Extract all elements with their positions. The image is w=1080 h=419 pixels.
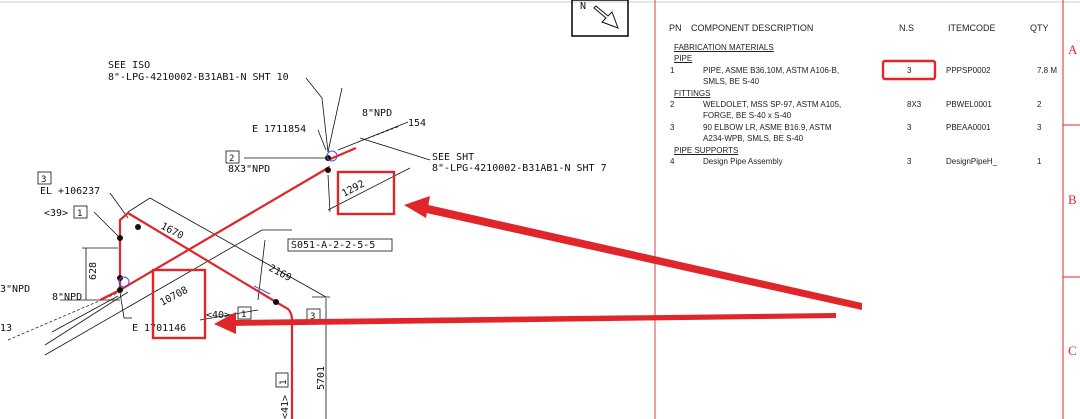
annotation-arrow-lower — [214, 312, 836, 334]
bom-header-description: COMPONENT DESCRIPTION — [691, 23, 814, 33]
npd-left-cut-label: 3"NPD — [0, 284, 30, 295]
see-sht-label: SEE SHT — [432, 152, 474, 163]
npd-top-label: 8"NPD — [362, 108, 392, 119]
position-40: <40> — [206, 310, 230, 321]
bom-row-3-pn: 3 — [670, 123, 675, 132]
highlight-box-ns-3 — [881, 59, 937, 81]
bom-row-1-code: PPPSP0002 — [946, 66, 991, 75]
bom-group-pipe: PIPE — [674, 54, 693, 63]
cut-number: 13 — [0, 323, 12, 334]
dim-2169: 2169 — [267, 263, 293, 284]
bom-row-3-ns: 3 — [907, 123, 912, 132]
bom-header-qty: QTY — [1030, 23, 1049, 33]
bom-header-pn: PN — [669, 23, 682, 33]
zone-letter-a: A — [1068, 42, 1078, 57]
branch-marker-top — [326, 150, 338, 162]
tag-2-text: 2 — [229, 154, 234, 164]
tag-box-1-left — [73, 205, 88, 219]
bom-row-2-code: PBWEL0001 — [946, 100, 992, 109]
bom-section-fabrication: FABRICATION MATERIALS — [674, 43, 774, 52]
pipe-thin — [194, 165, 331, 247]
tag-1-bottom-text: 1 — [279, 380, 289, 385]
bom-row-4-code: DesignPipeH_ — [946, 157, 998, 166]
position-41: <41> — [280, 395, 291, 419]
tag-3-left-text: 3 — [41, 175, 46, 185]
bom-row-1-pn: 1 — [670, 66, 675, 75]
bom-row-1-desc-1: PIPE, ASME B36.10M, ASTM A106-B, — [703, 66, 840, 75]
north-arrow-box — [571, 0, 629, 37]
tag-3-right-text: 3 — [310, 312, 315, 322]
see-iso-label: SEE ISO — [108, 60, 150, 71]
tag-1-left-text: 1 — [77, 209, 82, 219]
bom-row-1-qty: 7.8 M — [1037, 66, 1058, 75]
tag-1-mid-text: 1 — [241, 310, 246, 320]
dim-10708: 10708 — [158, 285, 190, 309]
bom-group-supports: PIPE SUPPORTS — [674, 146, 739, 155]
annotation-arrow-upper — [404, 196, 862, 310]
leader-lines — [44, 77, 431, 419]
bom-row-3-desc-2: A234-WPB, SMLS, BE S-40 — [703, 134, 804, 143]
bom-row-2-qty: 2 — [1037, 100, 1042, 109]
zone-letter-b: B — [1068, 192, 1077, 207]
support-ref-box — [287, 238, 393, 252]
bom-row-3-qty: 3 — [1037, 123, 1042, 132]
support-marker — [253, 285, 271, 295]
bom-row-2-ns: 8X3 — [907, 100, 922, 109]
tag-box-2 — [225, 150, 240, 164]
weldolet-size-label: 8X3"NPD — [228, 164, 270, 175]
bom-header-ns: N.S — [899, 23, 915, 33]
bom-row-4-pn: 4 — [670, 157, 675, 166]
tag-box-1-bottom — [275, 372, 289, 388]
dim-1292: 1292 — [340, 179, 366, 200]
north-arrow-icon — [593, 5, 619, 29]
bom-row-4-ns: 3 — [907, 157, 912, 166]
branch-marker-left — [118, 276, 130, 288]
bom-row-1-ns: 3 — [907, 66, 912, 75]
tag-box-1-mid — [237, 306, 252, 320]
bom-row-3-desc-1: 90 ELBOW LR, ASME B16.9, ASTM — [703, 123, 832, 132]
bom-row-2-desc-1: WELDOLET, MSS SP-97, ASTM A105, — [703, 100, 842, 109]
support-ref-text: S051-A-2-2-5-5 — [291, 240, 375, 251]
npd-left-label: 8"NPD — [52, 292, 82, 303]
dim-5701: 5701 — [316, 366, 327, 390]
elevation-label: EL +106237 — [40, 186, 100, 197]
coord-e-top: E 1711854 — [252, 124, 306, 135]
dim-628: 628 — [88, 262, 99, 280]
weld-points — [117, 155, 331, 305]
see-iso-line-ref: 8"-LPG-4210002-B31AB1-N SHT 10 — [108, 72, 289, 83]
bom-row-1-desc-2: SMLS, BE S-40 — [703, 77, 760, 86]
bom-header-itemcode: ITEMCODE — [948, 23, 996, 33]
dim-154: 154 — [408, 118, 426, 129]
highlight-box-10708 — [151, 268, 207, 340]
bom-row-4-qty: 1 — [1037, 157, 1042, 166]
bom-group-fittings: FITTINGS — [674, 89, 711, 98]
bom-row-3-code: PBEAA0001 — [946, 123, 991, 132]
bom-row-2-pn: 2 — [670, 100, 675, 109]
north-letter: N — [580, 1, 586, 12]
tag-box-3-left — [37, 171, 52, 185]
coord-e-bottom: E 1701146 — [132, 323, 186, 334]
highlight-box-1292 — [336, 170, 396, 216]
bom-row-4-desc-1: Design Pipe Assembly — [703, 157, 783, 166]
see-sht-line-ref: 8"-LPG-4210002-B31AB1-N SHT 7 — [432, 163, 607, 174]
bom-row-2-desc-2: FORGE, BE S-40 x S-40 — [703, 111, 792, 120]
zone-letter-c: C — [1068, 343, 1077, 358]
position-39: <39> — [44, 208, 68, 219]
